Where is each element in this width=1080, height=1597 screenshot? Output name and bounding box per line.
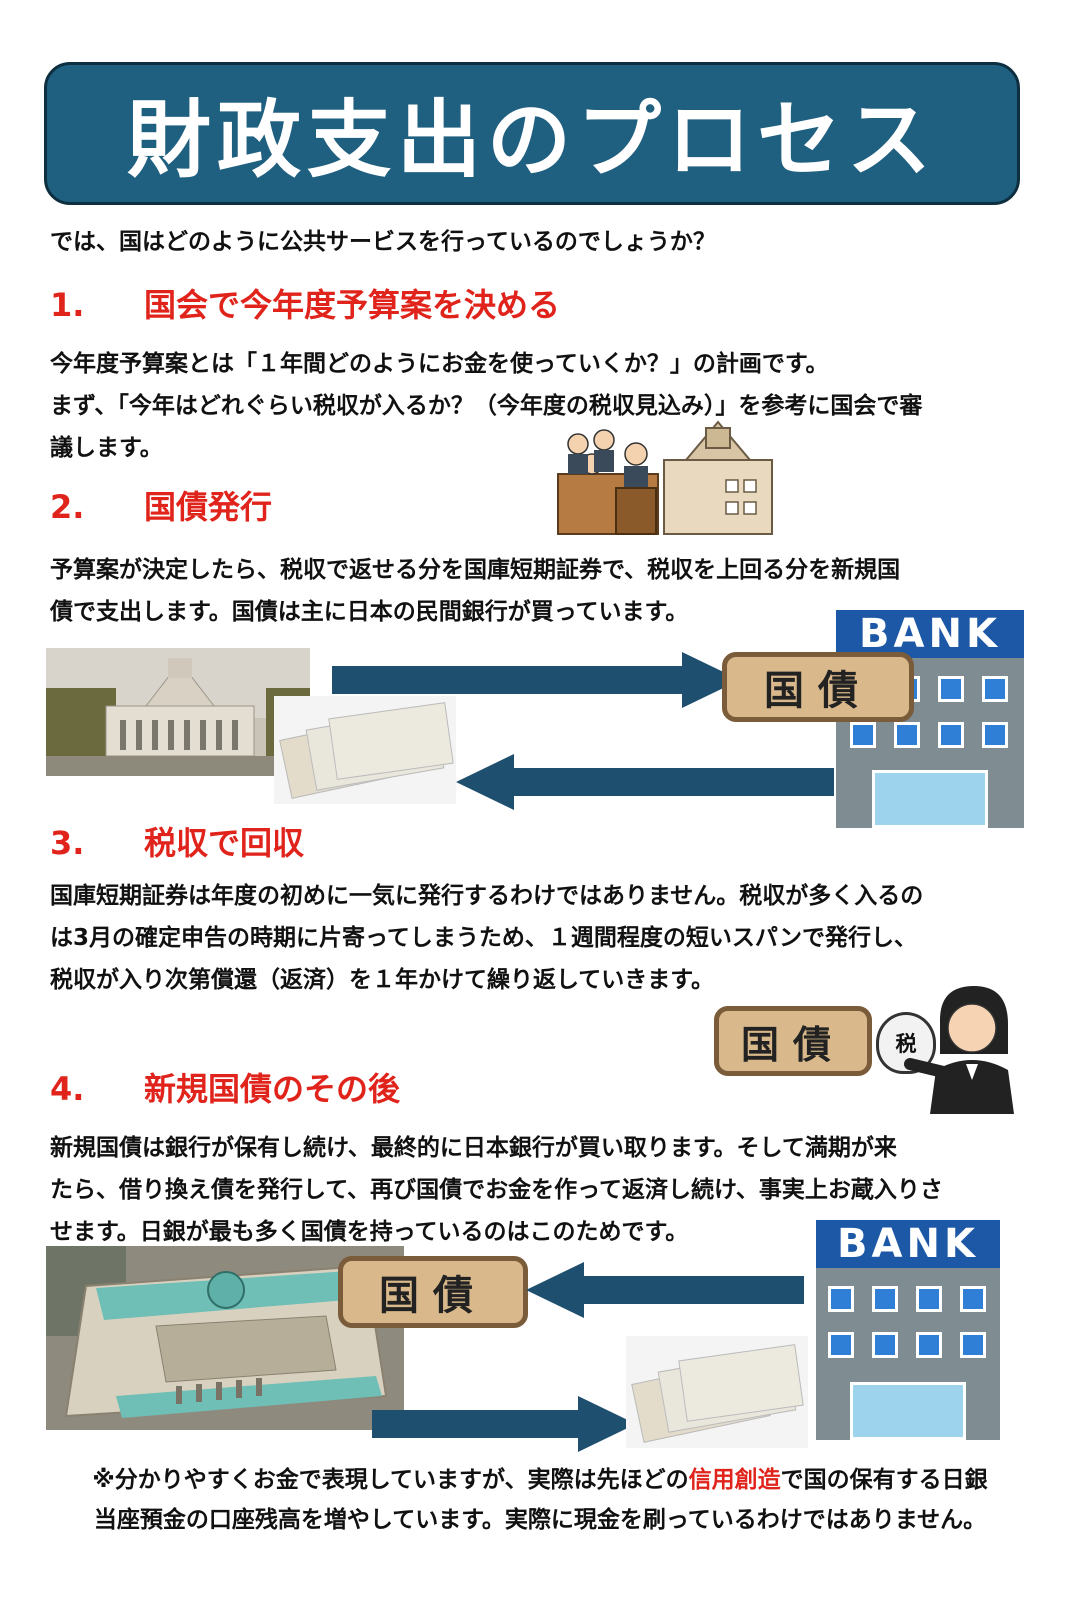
section-3-number: 3. [50,824,85,862]
bank-of-japan-photo [46,1246,404,1430]
government-bond-plaque: 国債 [338,1256,528,1328]
section-4-number: 4. [50,1070,85,1108]
arrow-bond-to-boj [526,1262,804,1318]
diet-session-illustration [557,420,773,535]
section-3-heading: 3. 税収で回収 [50,818,304,864]
bank-building-icon: BANK [816,1220,1000,1440]
section-2-number: 2. [50,488,85,526]
intro-text: では、国はどのように公共サービスを行っているのでしょうか？ [50,229,716,255]
section-1-line-2: まず、「今年はどれぐらい税収が入るか？（今年度の税収見込み）」を参考に国会で審 [50,393,923,419]
section-2-heading: 2. 国債発行 [50,482,272,528]
footer-note: ※分かりやすくお金で表現していますが、実際は先ほどの信用創造で国の保有する日銀 … [40,1460,1040,1540]
section-2-line-2: 債で支出します。国債は主に日本の民間銀行が買っています。 [50,599,689,625]
section-4-line-2: たら、借り換え債を発行して、再び国債でお金を作って返済し続け、事実上お蔵入りさ [50,1177,943,1203]
arrow-to-government [456,754,834,810]
section-2-title: 国債発行 [144,488,273,526]
section-4-line-1: 新規国債は銀行が保有し続け、最終的に日本銀行が買い取ります。そして満期が来 [50,1135,897,1161]
section-3-line-2: は3月の確定申告の時期に片寄ってしまうため、１週間程度の短いスパンで発行し、 [50,925,918,951]
footer-line-1: ※分かりやすくお金で表現していますが、実際は先ほどの信用創造で国の保有する日銀 [92,1467,988,1493]
section-3-line-1: 国庫短期証券は年度の初めに一気に発行するわけではありません。税収が多く入るの [50,883,924,909]
businesswoman-illustration [904,986,1014,1114]
section-3-line-3: 税収が入り次第償還（返済）を１年かけて繰り返していきます。 [50,967,715,993]
bank-building-icon: BANK [836,610,1024,828]
arrow-to-bank [332,652,740,708]
yen-bills-photo [626,1336,808,1448]
bank-sign: BANK [836,610,1024,658]
bank-sign: BANK [816,1220,1000,1268]
section-4-line-3: せます。日銀が最も多く国債を持っているのはこのためです。 [50,1219,689,1245]
section-3-title: 税収で回収 [144,824,305,862]
section-1-line-1: 今年度予算案とは「１年間どのようにお金を使っていくか？」の計画です。 [50,351,829,377]
section-1-line-3: 議します。 [50,435,163,461]
section-4-title: 新規国債のその後 [144,1070,401,1108]
credit-creation-highlight: 信用創造 [688,1467,781,1493]
arrow-money-to-bank [372,1396,636,1452]
section-2-line-1: 予算案が決定したら、税収で返せる分を国庫短期証券で、税収を上回る分を新規国 [50,557,901,583]
page-title: 財政支出のプロセス [126,91,937,189]
government-bond-plaque: 国債 [714,1006,872,1076]
section-4-heading: 4. 新規国債のその後 [50,1064,400,1110]
section-1-number: 1. [50,286,85,324]
section-1-heading: 1. 国会で今年度予算案を決める [50,280,560,326]
title-banner: 財政支出のプロセス [44,62,1020,205]
footer-line-2: 当座預金の口座残高を増やしています。実際に現金を刷っているわけではありません。 [93,1507,987,1533]
section-1-title: 国会で今年度予算案を決める [144,286,561,324]
diet-building-photo [46,648,310,776]
government-bond-plaque: 国債 [722,652,914,722]
yen-bills-photo [274,696,456,804]
